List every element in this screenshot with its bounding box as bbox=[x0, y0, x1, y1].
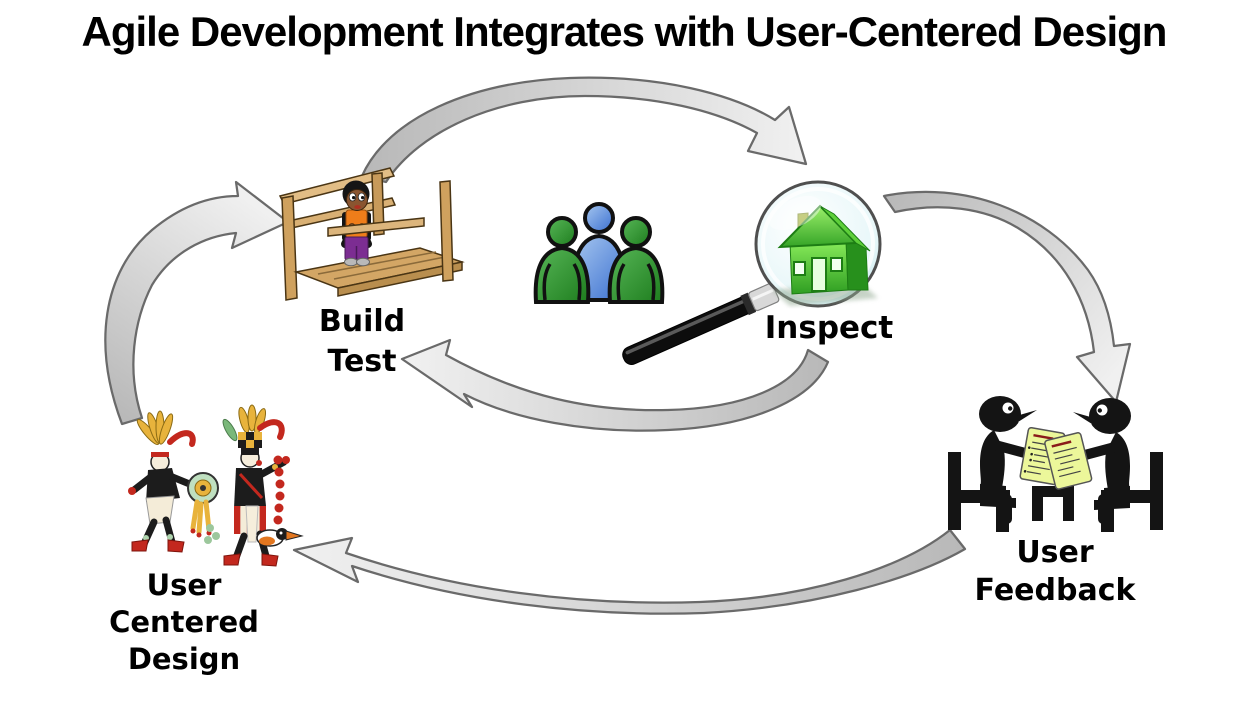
user-feedback-label: User Feedback bbox=[974, 535, 1136, 608]
arrow-inspect-to-build-test bbox=[400, 338, 830, 432]
checker-headdress bbox=[238, 432, 262, 448]
red-bead-column bbox=[273, 455, 285, 525]
arrow-build-to-inspect bbox=[360, 76, 808, 184]
wood-frame-front bbox=[327, 180, 454, 282]
user-centered-design-label: User Centered Design bbox=[109, 568, 259, 676]
person-green-left bbox=[533, 216, 591, 304]
magnifier-handle bbox=[622, 283, 780, 365]
arrow-inspect-to-user-feedback bbox=[882, 190, 1132, 404]
magnifier-over-house-icon bbox=[622, 180, 882, 365]
arrow-ucd-to-build bbox=[104, 180, 290, 426]
feedback-paper-right bbox=[1044, 432, 1093, 490]
aztec-codex-figures-icon bbox=[128, 404, 304, 567]
codex-figure-right bbox=[222, 404, 290, 567]
toucan-glyph bbox=[256, 528, 304, 547]
two-seated-reviewers-icon bbox=[948, 396, 1163, 532]
three-people-icon bbox=[533, 202, 665, 304]
reviewer-right bbox=[1044, 398, 1163, 532]
builder-kid bbox=[341, 180, 372, 267]
arrow-user-feedback-to-ucd bbox=[292, 528, 967, 615]
build-label-line: Build bbox=[318, 304, 406, 339]
inspect-label: Inspect bbox=[764, 310, 894, 346]
green-house bbox=[772, 204, 878, 306]
build-test-label: Build Test bbox=[319, 302, 405, 382]
codex-shield bbox=[187, 472, 220, 544]
person-green-right bbox=[607, 216, 665, 304]
wood-frame bbox=[278, 167, 465, 301]
reviewer-left bbox=[948, 396, 1066, 532]
test-label-line: Test bbox=[327, 344, 397, 379]
codex-figure-left bbox=[128, 410, 198, 553]
cycle-arrows bbox=[104, 76, 1132, 615]
diagram-title: Agile Development Integrates with User-C… bbox=[81, 8, 1168, 55]
side-table bbox=[1032, 486, 1074, 521]
wood-scaffold-builder-icon bbox=[278, 167, 465, 301]
